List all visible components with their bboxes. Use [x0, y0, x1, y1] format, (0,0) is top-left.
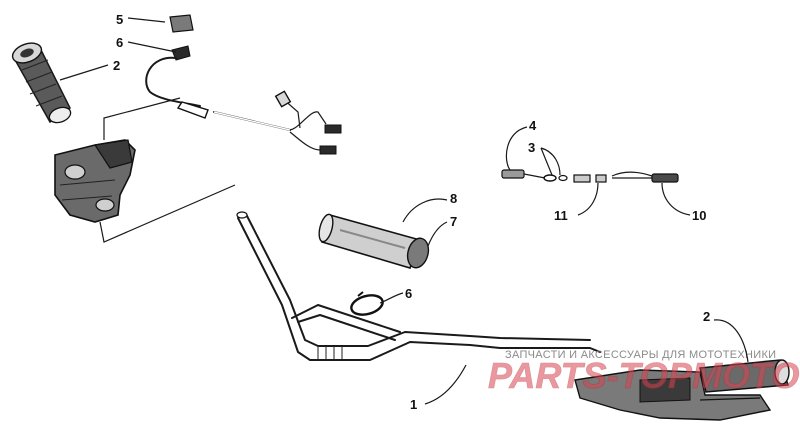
callout-5: 5: [116, 12, 123, 27]
callout-2-right: 2: [703, 309, 710, 324]
callout-10: 10: [692, 208, 706, 223]
heater-wire-part: [145, 45, 201, 107]
wire-harness: [176, 90, 342, 155]
handlebar: [236, 211, 601, 361]
callout-1: 1: [410, 397, 417, 412]
callout-2-left: 2: [113, 58, 120, 73]
left-grip: [11, 42, 72, 124]
right-switch-housing: [574, 369, 772, 421]
callout-11: 11: [554, 208, 568, 223]
svg-text:PARTS-TOPMOTO.RU: PARTS-TOPMOTO.RU: [488, 355, 800, 396]
callout-4: 4: [529, 118, 537, 133]
callout-6: 6: [116, 35, 123, 50]
callout-7: 6: [405, 286, 412, 301]
callout-3: 3: [528, 140, 535, 155]
callout-9: 8: [450, 191, 457, 206]
left-switch-housing: [54, 139, 136, 223]
heater-pad-shape: [169, 14, 194, 33]
watermark-logo: PARTS-TOPMOTO.RU: [488, 355, 800, 397]
clamp-ring: [350, 291, 384, 316]
grip-tube: [318, 213, 430, 269]
watermark-tagline: ЗАПЧАСТИ И АКСЕССУАРЫ ДЛЯ МОТОТЕХНИКИ: [505, 349, 776, 361]
callout-8: 7: [450, 214, 457, 229]
small-wire-assembly: [501, 169, 679, 183]
right-grip: [699, 359, 790, 393]
